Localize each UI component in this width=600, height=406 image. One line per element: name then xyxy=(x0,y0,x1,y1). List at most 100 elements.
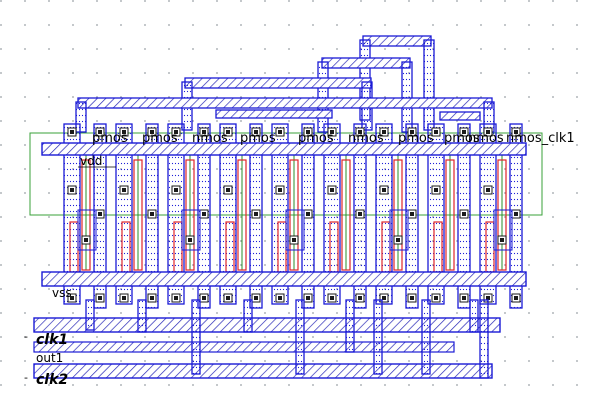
top-route-3 xyxy=(184,77,372,89)
column-6-contact-bot-core xyxy=(382,296,386,300)
column-4-contact-bot-core xyxy=(278,296,282,300)
clk1-label: clk1 xyxy=(36,332,68,348)
device-label-7: pmos xyxy=(444,131,480,146)
top-route-2-right xyxy=(401,61,413,133)
column-6-contact-top-core xyxy=(382,130,386,134)
bus-tap-0 xyxy=(85,299,95,331)
clk1-pin-marker: - xyxy=(24,330,28,343)
device-column-5 xyxy=(323,123,367,309)
column-2-contact-bot2-core xyxy=(202,296,206,300)
top-route-1 xyxy=(362,35,432,47)
bus-tap-2 xyxy=(191,299,201,375)
device-label-0: pmos xyxy=(92,131,128,146)
column-4-contact-mid2-core xyxy=(306,212,310,216)
top-route-2-left xyxy=(317,61,329,133)
column-1-contact-bot-core xyxy=(122,296,126,300)
column-1-contact-mid2-core xyxy=(150,212,154,216)
column-3-contact-mid-core xyxy=(226,188,230,192)
column-3-poly xyxy=(237,159,247,271)
column-0-contact-bot2-core xyxy=(98,296,102,300)
column-8-gate-box xyxy=(493,209,513,251)
clk1-bus[interactable] xyxy=(33,317,501,333)
column-8-contact-bot-core xyxy=(486,296,490,300)
clk2-label: clk2 xyxy=(36,372,68,388)
column-8-poly xyxy=(497,159,507,271)
column-0-contact-bot-core xyxy=(70,296,74,300)
bus-tap-4 xyxy=(295,299,305,375)
vss-rail[interactable] xyxy=(41,271,527,287)
column-2-contact-mid-core xyxy=(174,188,178,192)
column-6-metal xyxy=(375,123,393,305)
bus-taps xyxy=(85,299,489,379)
column-0-metal xyxy=(63,123,81,305)
column-3-contact-bot2-core xyxy=(254,296,258,300)
vdd-rail[interactable] xyxy=(41,142,527,156)
column-2-gate-contact-core xyxy=(188,238,192,242)
column-2-contact-mid2-core xyxy=(202,212,206,216)
column-3-contact-top2-core xyxy=(254,130,258,134)
column-6-contact-mid-core xyxy=(382,188,386,192)
device-label-row: pmos pmos nmos pmos pmos nmos pmos pmos … xyxy=(92,131,575,146)
column-4-contact-bot2-core xyxy=(306,296,310,300)
column-2-contact-bot-core xyxy=(174,296,178,300)
column-0-poly xyxy=(81,159,91,271)
column-2-gate-box xyxy=(181,209,201,251)
device-label-2: nmos xyxy=(192,131,228,146)
column-2-contact-top2-core xyxy=(202,130,206,134)
column-4-contact-top2-core xyxy=(306,130,310,134)
device-label-6: pmos xyxy=(398,131,434,146)
top-routing xyxy=(75,35,495,133)
top-route-6 xyxy=(439,111,481,121)
column-6-gate-box xyxy=(389,209,409,251)
column-7-contact-mid2-core xyxy=(462,212,466,216)
column-7-poly xyxy=(445,159,455,271)
column-1-contact-top2-core xyxy=(150,130,154,134)
column-5-poly xyxy=(341,159,351,271)
column-8-contact-top2-core xyxy=(514,130,518,134)
bus-tap-1 xyxy=(137,299,147,333)
column-5-contact-top2-core xyxy=(358,130,362,134)
column-8-contact-mid2-core xyxy=(514,212,518,216)
bus-tap-7 xyxy=(421,299,431,375)
column-3-contact-bot-core xyxy=(226,296,230,300)
device-label-4: pmos xyxy=(298,131,334,146)
column-3-metal xyxy=(219,123,237,305)
vdd-label: vdd xyxy=(80,154,102,168)
column-4-gate-box xyxy=(285,209,305,251)
column-6-contact-bot2-core xyxy=(410,296,414,300)
column-8-gate-contact-core xyxy=(500,238,504,242)
column-0-contact-top-core xyxy=(70,130,74,134)
out1-label: out1 xyxy=(36,351,63,365)
device-column-8 xyxy=(479,123,523,309)
column-7-contact-mid-core xyxy=(434,188,438,192)
column-4-contact-top-core xyxy=(278,130,282,134)
column-4-metal xyxy=(271,123,289,305)
column-2-metal xyxy=(167,123,185,305)
column-7-contact-bot2-core xyxy=(462,296,466,300)
device-label-3: pmos xyxy=(240,131,276,146)
clk2-pin-marker: - xyxy=(24,371,28,384)
column-8-contact-top-core xyxy=(486,130,490,134)
column-7-contact-top-core xyxy=(434,130,438,134)
device-label-8: nmos xyxy=(468,131,504,146)
column-6-contact-top2-core xyxy=(410,130,414,134)
column-6-poly xyxy=(393,159,403,271)
column-5-metal xyxy=(323,123,341,305)
column-5-contact-bot2-core xyxy=(358,296,362,300)
column-0-contact-top2-core xyxy=(98,130,102,134)
column-1-contact-mid-core xyxy=(122,188,126,192)
column-6-contact-mid2-core xyxy=(410,212,414,216)
column-0-gate-contact-core xyxy=(84,238,88,242)
column-7-contact-top2-core xyxy=(462,130,466,134)
column-5-contact-mid-core xyxy=(330,188,334,192)
top-route-5 xyxy=(215,109,333,119)
vss-label: vss xyxy=(52,286,72,300)
bus-tap-9 xyxy=(479,299,489,379)
column-4-poly xyxy=(289,159,299,271)
column-4-gate-contact-core xyxy=(292,238,296,242)
column-4-contact-mid-core xyxy=(278,188,282,192)
column-0-gate-box xyxy=(77,209,97,251)
out1-bus[interactable] xyxy=(33,341,455,353)
